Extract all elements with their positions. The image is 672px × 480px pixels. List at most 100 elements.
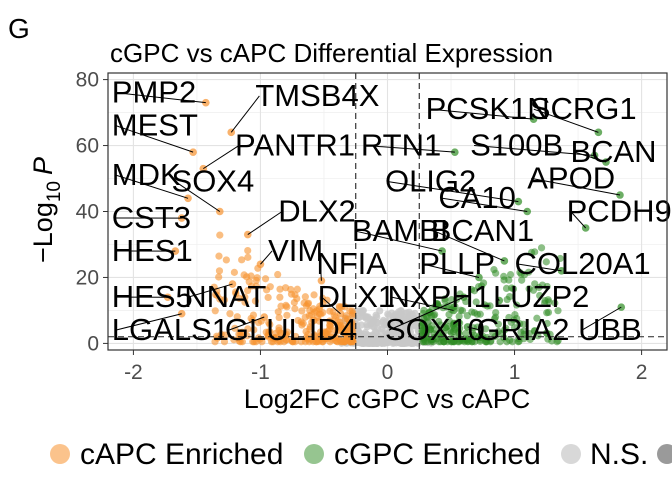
- connector-ca10: [442, 197, 528, 212]
- cgpc-point: [554, 307, 562, 315]
- capc-point: [290, 298, 298, 307]
- capc-point: [222, 256, 230, 264]
- legend-key-capc: [50, 444, 70, 464]
- capc-point: [249, 338, 257, 346]
- gene-point-nfia: [317, 276, 326, 285]
- capc-point: [315, 302, 324, 310]
- connector-luzp2: [496, 296, 500, 301]
- capc-point: [261, 275, 270, 283]
- gene-point-rtn1: [451, 148, 459, 156]
- legend: cAPC Enriched cGPC Enriched N.S.: [50, 438, 672, 471]
- cgpc-point: [447, 338, 455, 346]
- cgpc-point: [462, 329, 470, 338]
- connector-s100b: [474, 144, 595, 156]
- cgpc-point: [506, 336, 514, 344]
- cgpc-point: [494, 320, 502, 328]
- cgpc-point: [431, 325, 439, 334]
- capc-point: [232, 290, 240, 298]
- capc-point: [312, 338, 320, 346]
- cgpc-point: [529, 286, 538, 294]
- data-points: [163, 98, 626, 346]
- gene-label-col20a1: COL20A1: [515, 246, 651, 281]
- capc-point: [216, 295, 224, 303]
- capc-point: [250, 326, 258, 334]
- cgpc-point: [527, 248, 536, 256]
- capc-point: [342, 328, 350, 337]
- capc-point: [230, 268, 238, 276]
- connector-rtn1: [364, 144, 455, 153]
- ns-point: [396, 310, 404, 318]
- cgpc-point: [541, 296, 549, 305]
- connector-lgals1: [115, 313, 182, 331]
- capc-point: [264, 293, 272, 302]
- cgpc-point: [526, 335, 534, 344]
- panel-label: G: [8, 13, 30, 44]
- capc-point: [256, 335, 264, 343]
- ns-point: [393, 330, 401, 338]
- capc-point: [338, 303, 346, 311]
- connector-nnat: [188, 283, 233, 298]
- gene-label-tmsb4x: TMSB4X: [255, 78, 379, 113]
- x-tick-label: 0: [382, 361, 394, 384]
- capc-point: [326, 330, 334, 338]
- gene-label-glul: GLUL: [225, 312, 306, 347]
- cgpc-point: [471, 338, 479, 346]
- connector-mdk: [115, 174, 189, 199]
- legend-label-capc: cAPC Enriched: [80, 438, 283, 471]
- capc-point: [333, 337, 341, 345]
- cgpc-point: [505, 313, 513, 322]
- capc-point: [327, 323, 335, 331]
- cgpc-point: [544, 335, 552, 343]
- capc-point: [247, 272, 255, 280]
- capc-point: [226, 310, 234, 318]
- capc-point: [276, 285, 284, 293]
- gene-label-hes5: HES5: [112, 279, 193, 314]
- capc-point: [215, 267, 224, 275]
- cgpc-point: [455, 338, 463, 346]
- capc-point: [315, 310, 323, 318]
- connector-dlx1: [321, 296, 341, 315]
- cgpc-point: [533, 314, 541, 322]
- capc-point: [216, 231, 224, 239]
- ns-point: [384, 338, 393, 347]
- capc-point: [300, 299, 308, 307]
- gene-point-bcan1: [500, 257, 509, 265]
- gene-label-pcsk1n: PCSK1N: [426, 91, 550, 126]
- connector-mest: [115, 125, 194, 153]
- x-tick-label: 2: [636, 361, 648, 384]
- ns-point: [371, 328, 379, 336]
- cgpc-point: [433, 300, 442, 308]
- ns-point: [387, 321, 396, 330]
- ns-point: [357, 309, 365, 317]
- cgpc-point: [449, 321, 457, 329]
- connector-bcan: [574, 151, 607, 163]
- gene-label-pcdh9: PCDH9: [567, 193, 672, 228]
- legend-label-ns: N.S.: [590, 438, 648, 471]
- capc-point: [326, 338, 334, 346]
- cgpc-point: [542, 258, 550, 266]
- gene-label-bcan1: BCAN1: [431, 213, 534, 248]
- cgpc-point: [483, 338, 491, 346]
- capc-point: [252, 282, 260, 290]
- cgpc-point: [543, 282, 551, 291]
- connector-ubb: [581, 306, 622, 331]
- cgpc-point: [544, 308, 553, 316]
- cgpc-point: [494, 327, 502, 336]
- capc-point: [287, 290, 296, 298]
- cgpc-point: [455, 329, 463, 337]
- cgpc-point: [518, 276, 526, 284]
- gene-label-luzp2: LUZP2: [493, 279, 589, 314]
- cgpc-point: [473, 310, 481, 318]
- capc-point: [211, 338, 219, 346]
- capc-point: [283, 311, 291, 319]
- connector-vim: [260, 250, 273, 265]
- capc-point: [275, 336, 283, 345]
- capc-point: [288, 337, 296, 345]
- cgpc-point: [435, 317, 443, 326]
- connector-bcan1: [434, 230, 505, 262]
- capc-point: [335, 323, 343, 331]
- capc-point: [276, 293, 284, 301]
- gene-label-mdk: MDK: [112, 157, 181, 192]
